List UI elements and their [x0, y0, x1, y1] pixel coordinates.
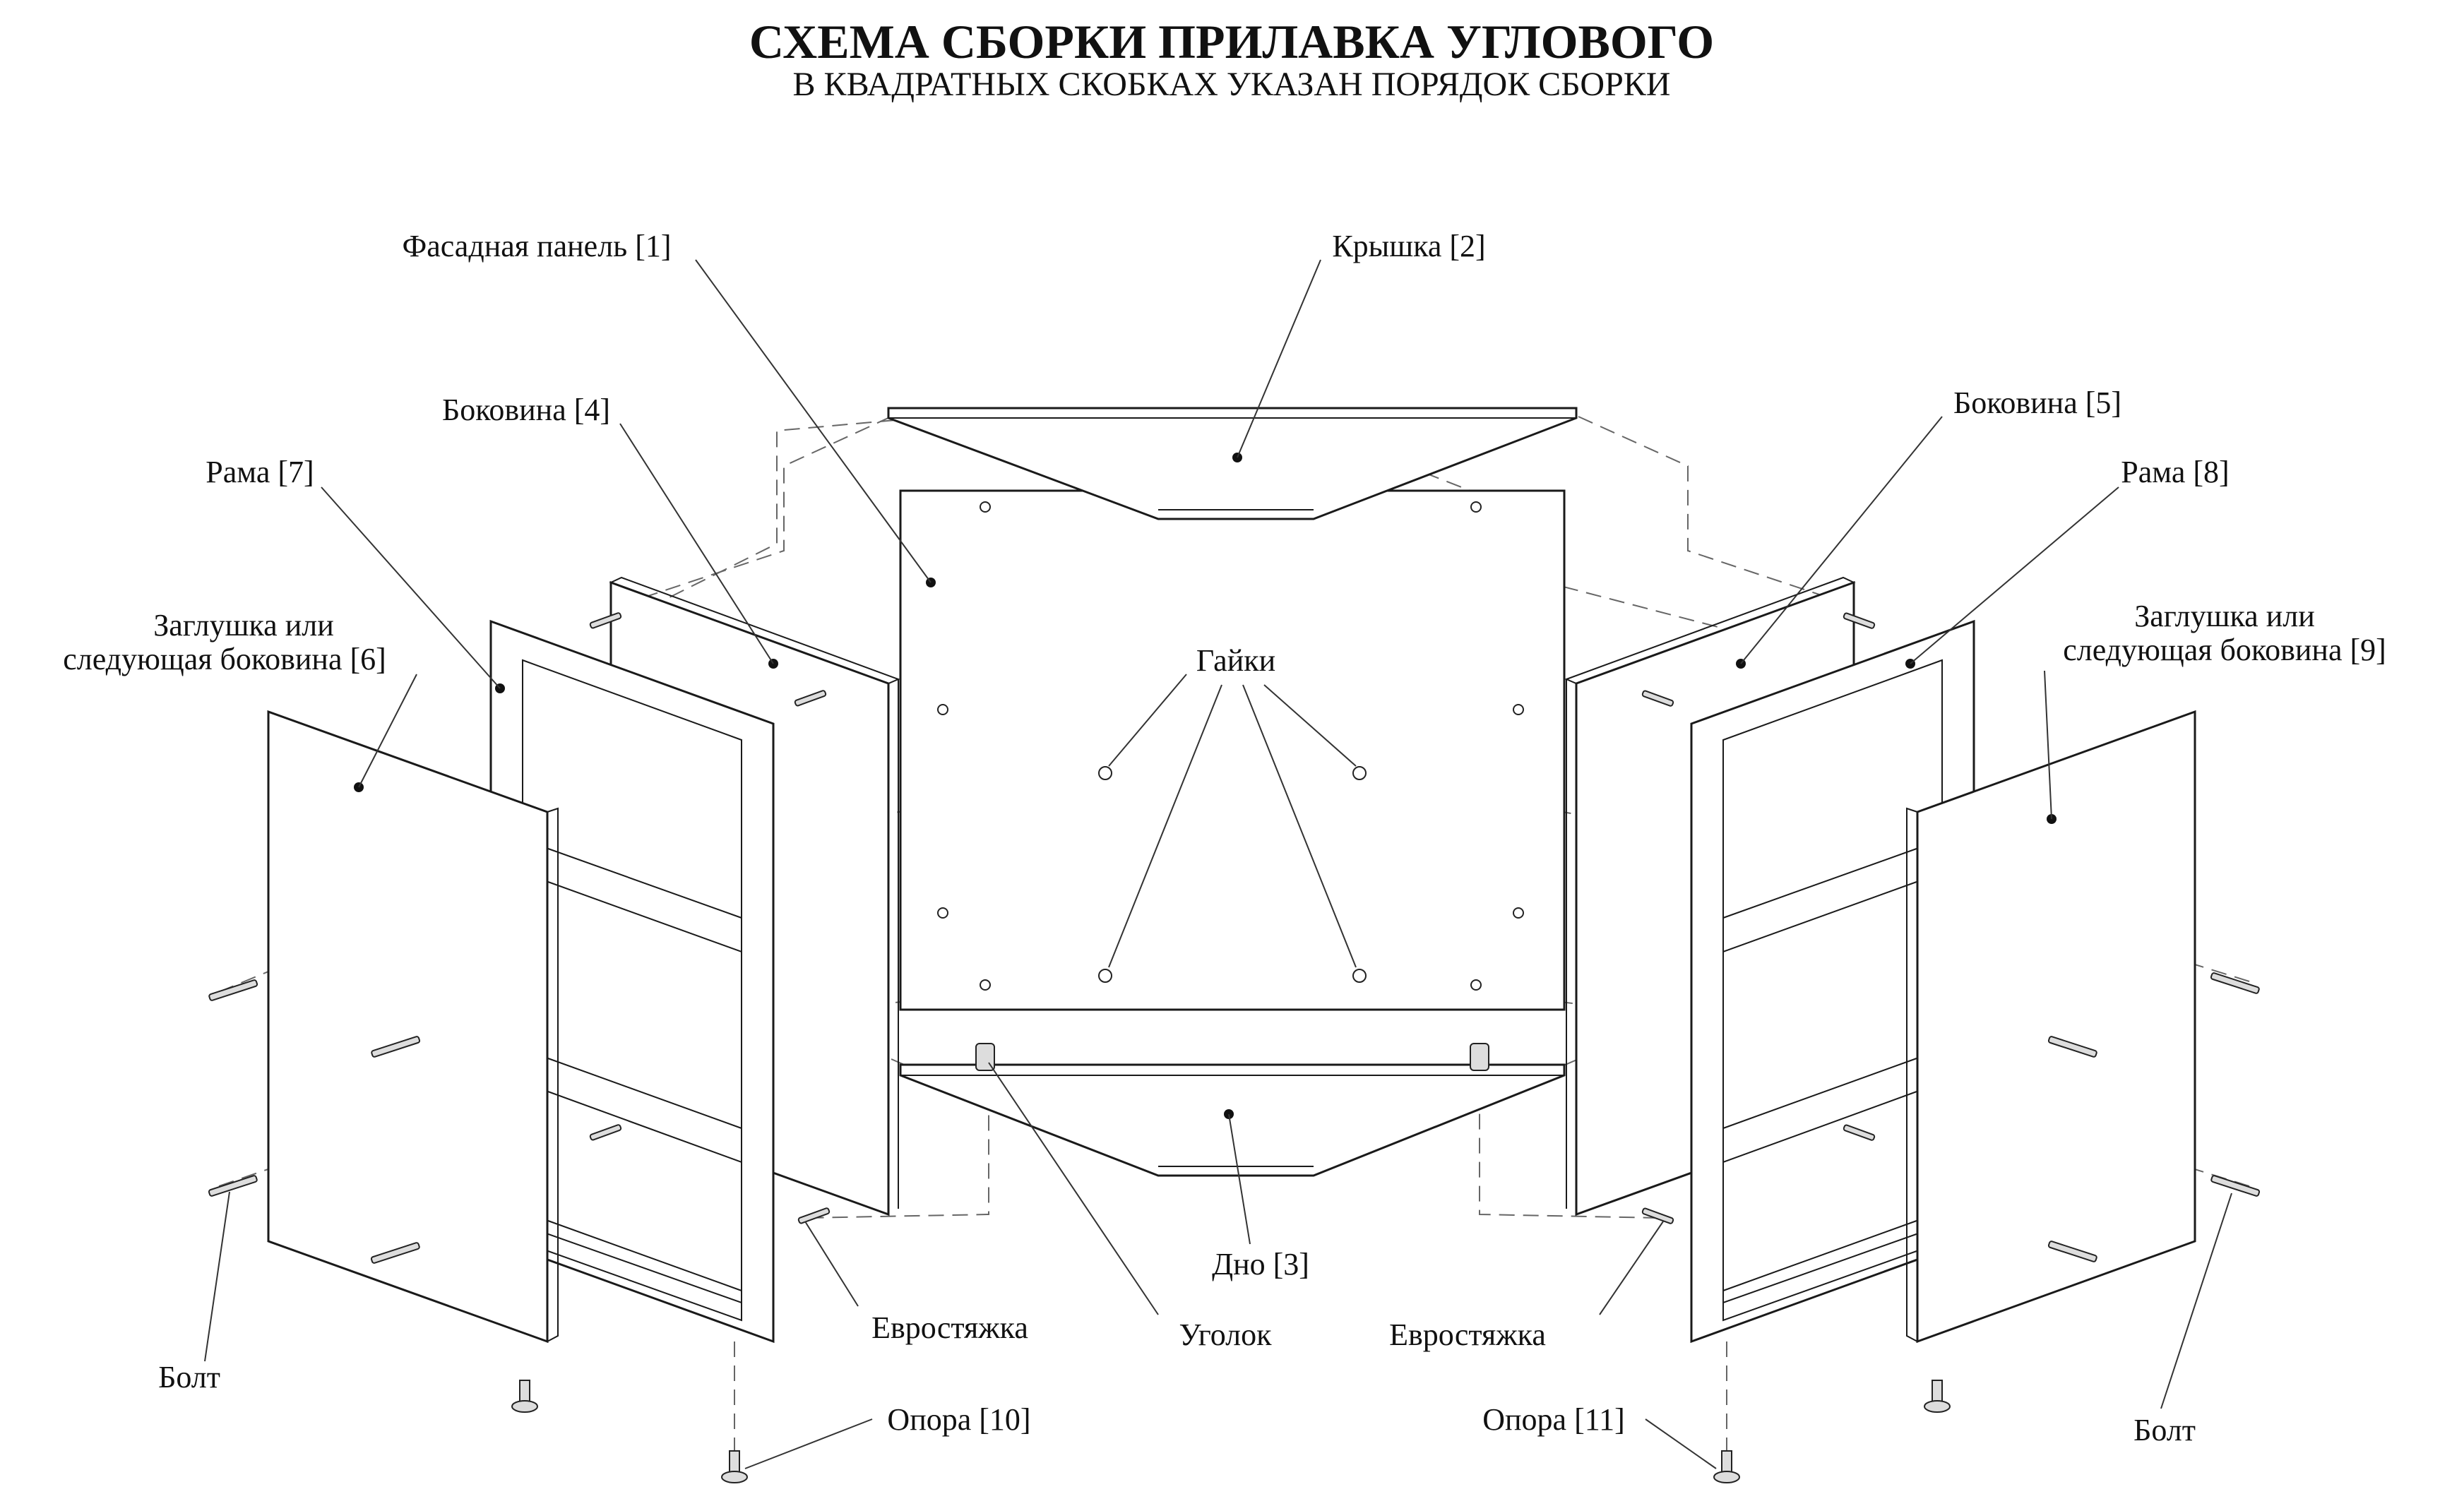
label-leg-right: Опора [11]: [1482, 1402, 1625, 1437]
label-plug-left-line1: Заглушка или: [153, 608, 334, 643]
diagram-title: СХЕМА СБОРКИ ПРИЛАВКА УГЛОВОГО: [749, 15, 1714, 68]
euro-ties: [589, 612, 1876, 1224]
label-side-left: Боковина [4]: [442, 393, 610, 427]
legs: [511, 1380, 1951, 1483]
label-lid: Крышка [2]: [1332, 229, 1485, 263]
label-bolt-left: Болт: [158, 1360, 220, 1394]
plug-panel-left: [267, 710, 559, 1344]
bolts: [208, 972, 2261, 1264]
label-plug-right-line1: Заглушка или: [2134, 599, 2315, 633]
label-facade-panel: Фасадная панель [1]: [402, 229, 671, 263]
part-labels: Фасадная панель [1] Крышка [2] Боковина …: [63, 229, 2386, 1447]
nuts: [1098, 766, 1367, 983]
label-frame-right: Рама [8]: [2121, 455, 2229, 489]
label-side-right: Боковина [5]: [1953, 386, 2121, 420]
label-nuts: Гайки: [1196, 643, 1275, 678]
diagram-subtitle: В КВАДРАТНЫХ СКОБКАХ УКАЗАН ПОРЯДОК СБОР…: [793, 66, 1671, 103]
plug-panel-right: [1906, 710, 2196, 1344]
frame-left: [489, 619, 775, 1344]
label-bolt-right: Болт: [2133, 1413, 2196, 1447]
label-bracket: Уголок: [1179, 1317, 1273, 1352]
label-frame-left: Рама [7]: [206, 455, 314, 489]
label-eurotie-right: Евростяжка: [1389, 1317, 1546, 1352]
lid: [887, 407, 1578, 520]
label-leg-left: Опора [10]: [887, 1402, 1030, 1437]
label-bottom: Дно [3]: [1212, 1247, 1309, 1281]
facade-panel: [899, 489, 1566, 1011]
leader-lines: [204, 259, 2232, 1469]
bottom: [899, 1063, 1566, 1177]
label-plug-right-line2: следующая боковина [9]: [2063, 633, 2386, 667]
label-eurotie-left: Евростяжка: [871, 1310, 1028, 1345]
corner-brackets: [975, 1043, 1489, 1071]
label-plug-left-line2: следующая боковина [6]: [63, 642, 386, 676]
